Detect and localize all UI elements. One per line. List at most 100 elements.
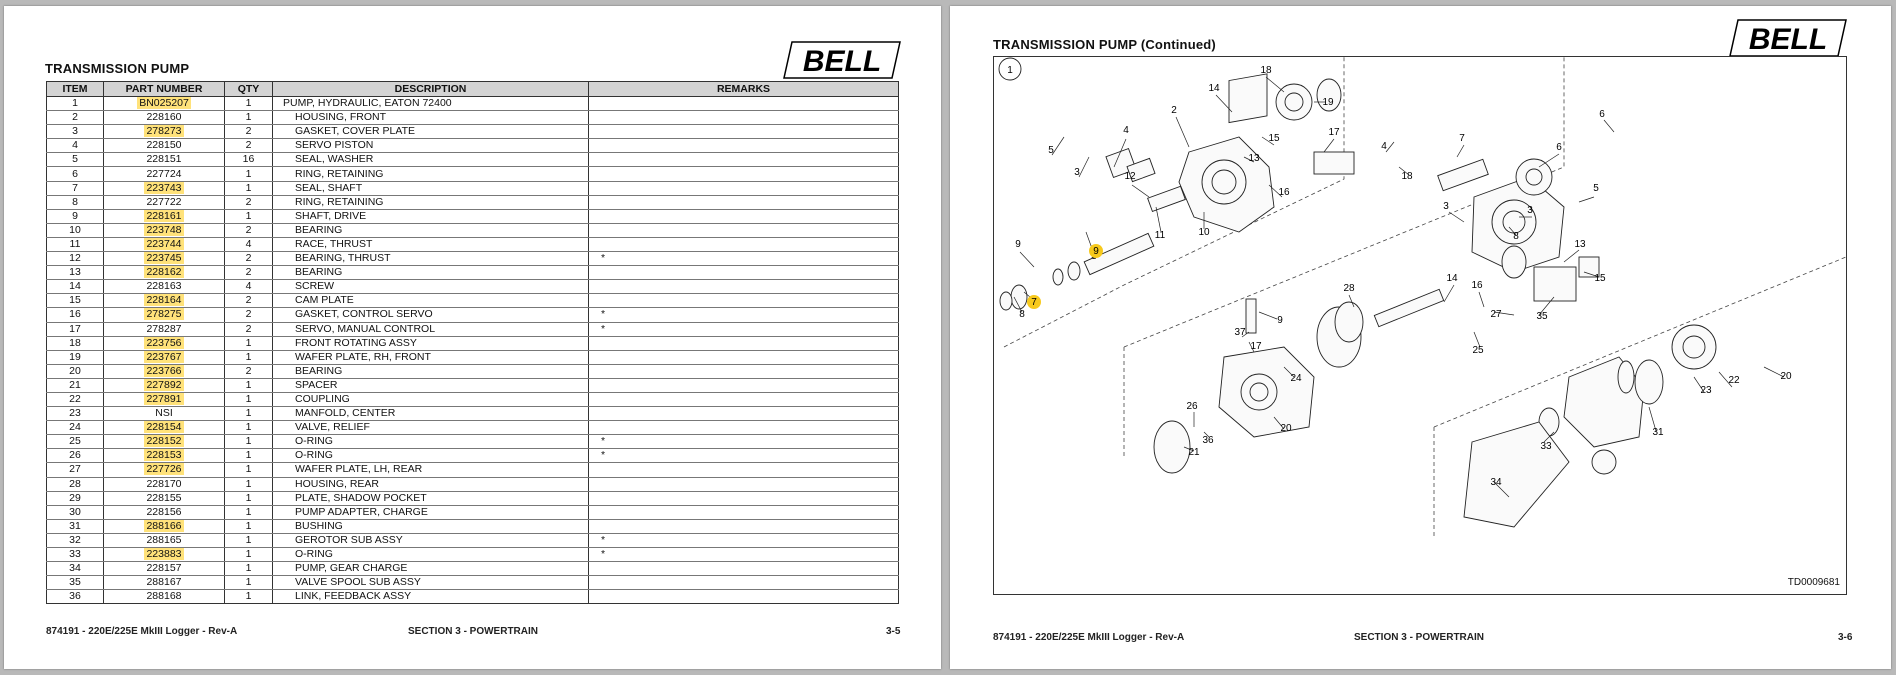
remarks: * [588,547,899,563]
parts-list-page: BELL TRANSMISSION PUMP ITEM PART NUMBER … [4,6,941,669]
part-number: 227891 [103,392,225,408]
bell-logo: BELL [783,41,901,79]
remarks [588,110,899,126]
callout-label: 9 [1015,239,1021,250]
item-number: 20 [46,364,104,379]
remarks [588,138,899,154]
callout-label: 4 [1123,125,1129,136]
part-number: 228152 [103,434,225,450]
callout-label: 20 [1780,371,1792,382]
callout-label: 10 [1198,227,1210,238]
svg-text:BELL: BELL [803,45,881,78]
exploded-view-page: BELL TRANSMISSION PUMP (Continued) [950,6,1891,669]
quantity: 1 [224,181,273,196]
item-number: 23 [46,406,104,422]
footer-page-number: 3-6 [1838,632,1853,643]
callout-label: 6 [1556,142,1562,153]
callout-label: 20 [1280,423,1292,434]
remarks [588,166,899,182]
callout-label: 19 [1322,97,1334,108]
remarks [588,209,899,224]
quantity: 2 [224,124,273,140]
item-number: 33 [46,547,104,563]
quantity: 2 [224,223,273,238]
column-header-description: DESCRIPTION [272,81,589,97]
callout-label: 8 [1513,231,1519,242]
quantity: 4 [224,279,273,295]
quantity: 1 [224,561,273,577]
svg-text:BELL: BELL [1749,23,1827,56]
quantity: 1 [224,336,273,351]
quantity: 1 [224,505,273,520]
callout-label: 21 [1188,447,1200,458]
callout-label: 24 [1290,373,1302,384]
remarks [588,181,899,196]
quantity: 1 [224,462,273,478]
callout-label: 12 [1124,171,1136,182]
item-number: 3 [46,124,104,140]
description: RING, RETAINING [272,195,589,210]
quantity: 1 [224,110,273,126]
remarks: * [588,434,899,450]
part-number: 278273 [103,124,225,140]
callout-label: 11 [1155,230,1166,241]
highlighted-part-number: 223745 [144,252,184,265]
callout-label: 26 [1186,401,1198,412]
description: BEARING [272,364,589,379]
highlighted-part-number: 227892 [144,378,184,391]
remarks: * [588,307,899,323]
item-number: 21 [46,378,104,393]
quantity: 2 [224,265,273,281]
callout-label: 17 [1250,341,1262,352]
callout-label: 18 [1401,171,1413,182]
callout-label: 8 [1019,309,1025,320]
item-number: 22 [46,392,104,408]
part-number: 228163 [103,279,225,295]
highlighted-part-number: 228162 [144,266,184,279]
part-number: 223767 [103,350,225,365]
description: WAFER PLATE, RH, FRONT [272,350,589,365]
item-number: 8 [46,195,104,210]
quantity: 1 [224,533,273,549]
part-number: 228157 [103,561,225,577]
item-number: 12 [46,251,104,267]
callout-label: 2 [1171,105,1177,116]
footer-section: SECTION 3 - POWERTRAIN [408,626,539,637]
description: SERVO, MANUAL CONTROL [272,322,589,337]
column-header-remarks: REMARKS [588,81,899,97]
item-number: 13 [46,265,104,281]
item-number: 2 [46,110,104,126]
item-number: 4 [46,138,104,154]
quantity: 1 [224,575,273,591]
part-number: 288167 [103,575,225,591]
callout-label: 6 [1599,109,1605,120]
item-number: 35 [46,575,104,591]
callout-label: 13 [1248,153,1260,164]
view-number-circle [998,57,1022,81]
highlighted-part-number: 223756 [144,336,184,349]
callout-label: 15 [1268,133,1280,144]
highlighted-part-number: 223744 [144,237,184,250]
quantity: 1 [224,392,273,408]
table-header-row: ITEM PART NUMBER QTY DESCRIPTION REMARKS [46,81,899,97]
remarks [588,378,899,393]
callout-label: 22 [1728,375,1740,386]
description: BUSHING [272,519,589,534]
highlighted-part-number: 278275 [144,308,184,321]
remarks [588,561,899,577]
highlighted-callout-marker [1089,244,1103,258]
